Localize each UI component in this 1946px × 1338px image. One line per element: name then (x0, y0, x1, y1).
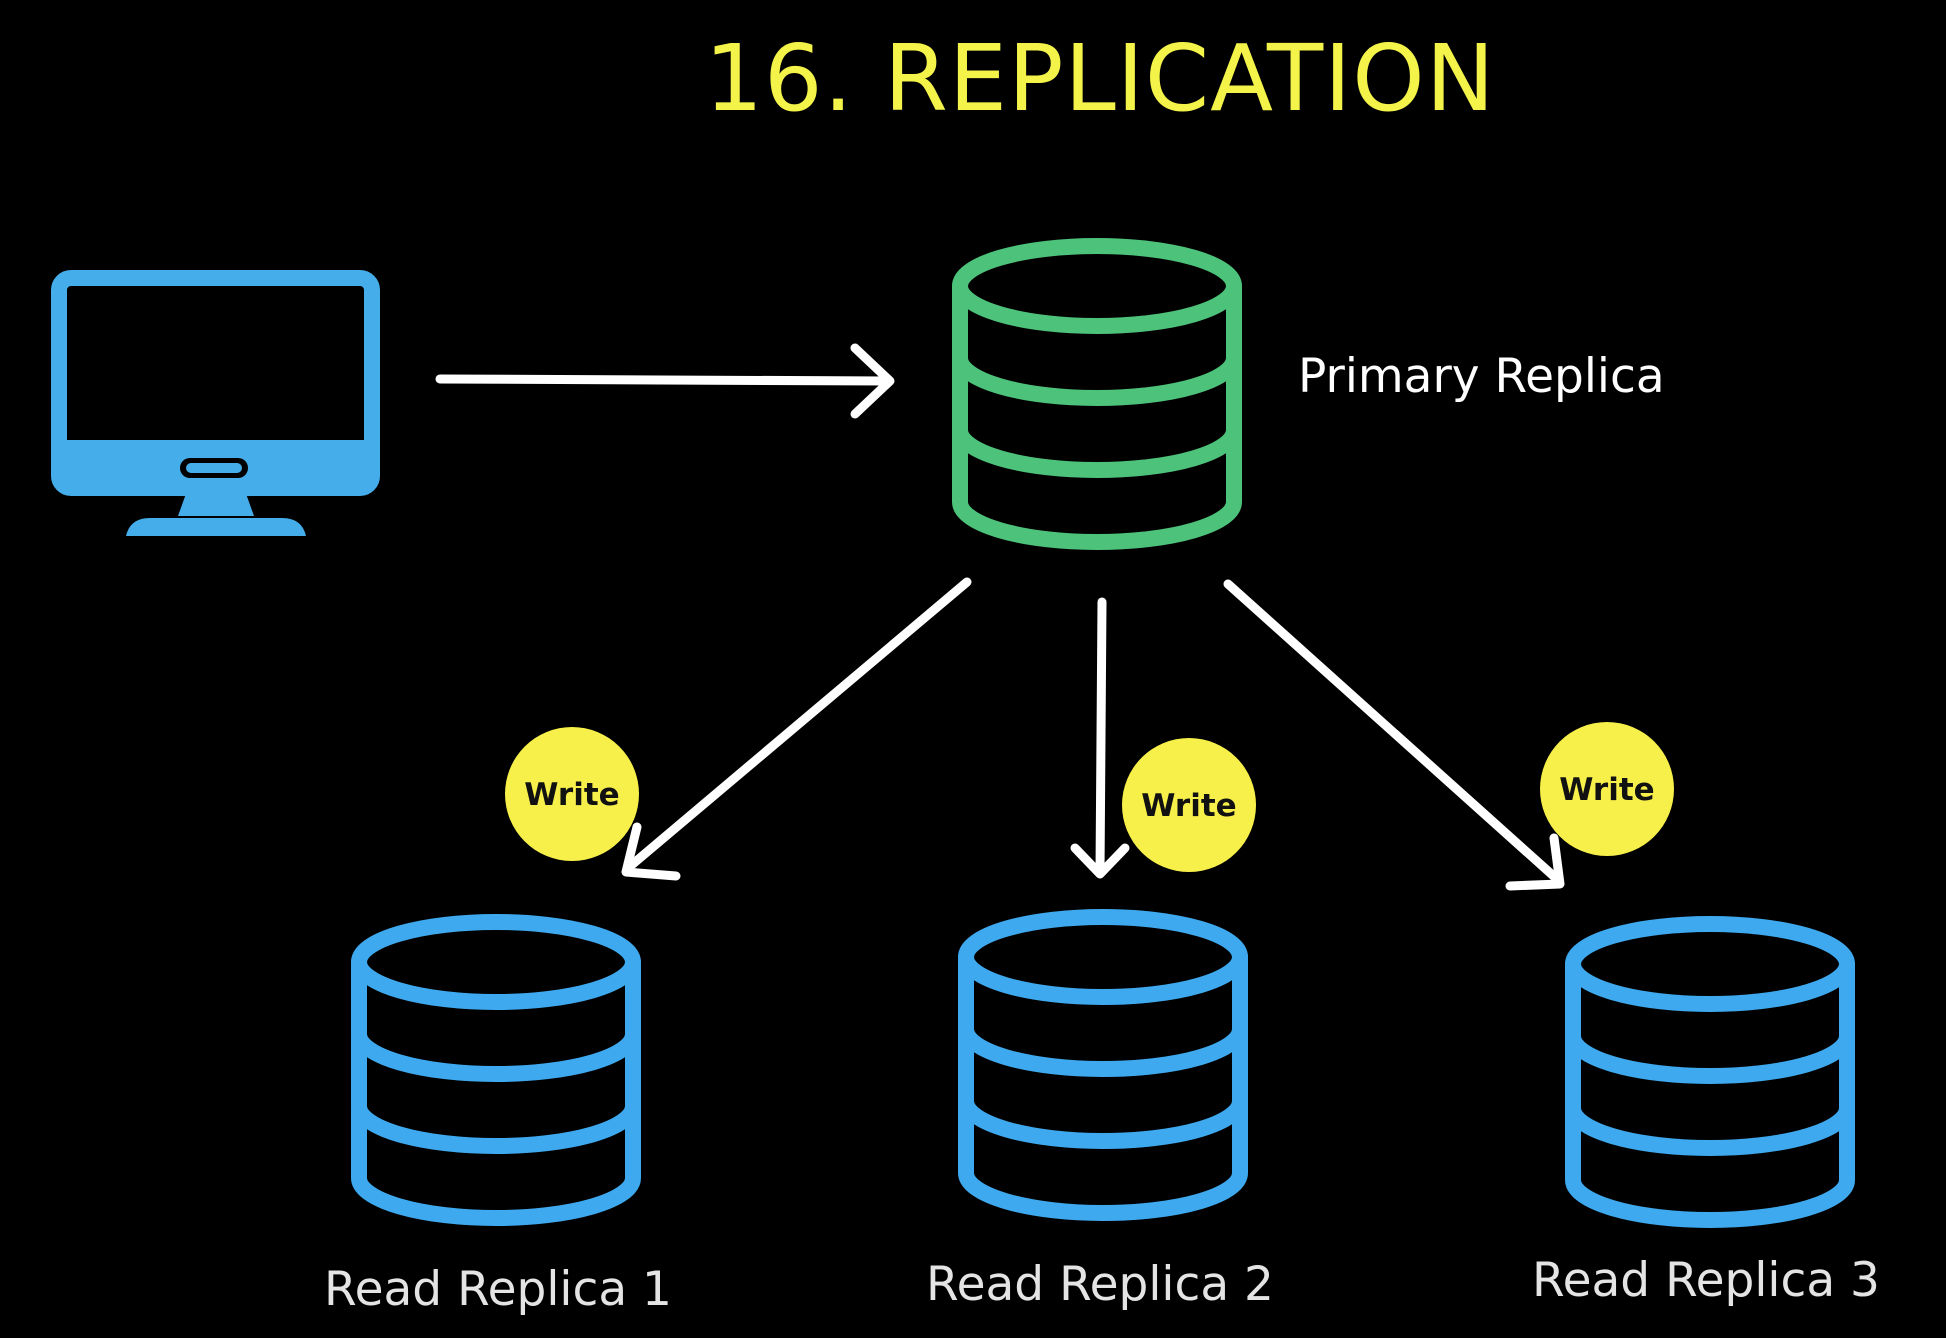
monitor-icon (51, 270, 380, 536)
primary-database-icon (960, 246, 1234, 542)
read-replica-2-database-icon (966, 917, 1240, 1213)
write-badge-1-text: Write (524, 777, 619, 813)
read-replica-3-label: Read Replica 3 (1532, 1253, 1880, 1308)
write-badge-1: Write (505, 727, 639, 861)
page-title: 16. REPLICATION (704, 25, 1495, 132)
read-replica-1-label: Read Replica 1 (324, 1262, 672, 1317)
read-replica-2-label: Read Replica 2 (926, 1257, 1274, 1312)
primary-replica-label: Primary Replica (1298, 349, 1665, 404)
write-badge-2: Write (1122, 738, 1256, 872)
read-replica-1-database-icon (359, 922, 633, 1218)
read-replica-3-database-icon (1573, 924, 1847, 1220)
write-badge-3-text: Write (1559, 772, 1654, 808)
primary-to-replica-3-arrow (1223, 579, 1565, 891)
client-to-primary-arrow (435, 343, 895, 419)
primary-to-replica-1-arrow (621, 577, 972, 881)
write-badge-3: Write (1540, 722, 1674, 856)
write-badge-2-text: Write (1141, 788, 1236, 824)
primary-to-replica-2-arrow (1070, 597, 1130, 879)
